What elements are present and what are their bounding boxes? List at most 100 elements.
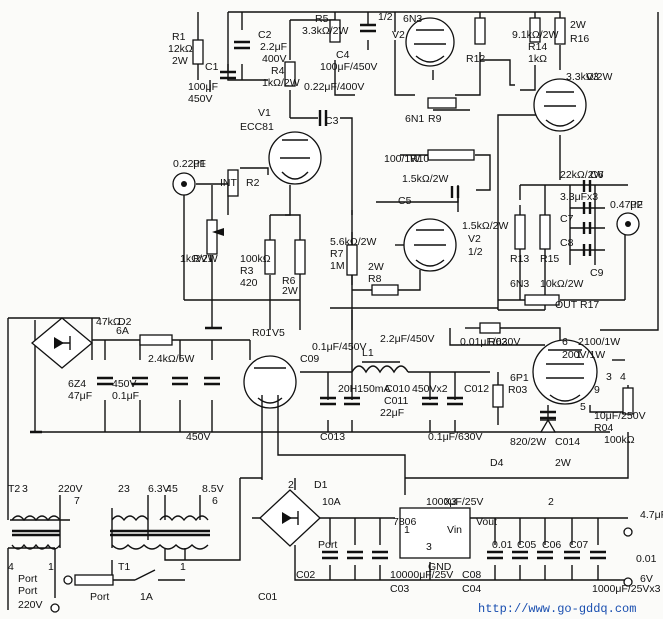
- component-label: Port: [18, 585, 37, 597]
- component-label: OUT: [555, 299, 578, 311]
- component-label: R6: [282, 275, 296, 287]
- component-label: P1: [193, 158, 206, 170]
- resistor-r12: [474, 17, 486, 45]
- component-label: 100/1W: [584, 336, 620, 348]
- resistor-r16: [554, 17, 566, 45]
- component-label: 9: [594, 384, 600, 396]
- component-label: 3: [426, 541, 432, 553]
- component-label: 0.47μF: [610, 199, 643, 211]
- component-label: RV1: [193, 253, 213, 265]
- component-label: 3: [606, 371, 612, 383]
- component-label: C09: [300, 353, 319, 365]
- component-label: 2.2μF/450V: [380, 333, 435, 345]
- component-label: 3: [22, 483, 28, 495]
- component-label: Vin: [447, 524, 462, 536]
- component-label: 5: [580, 401, 586, 413]
- component-label: 1/2: [468, 246, 483, 258]
- component-label: R8: [368, 273, 382, 285]
- component-label: 1.5kΩ/2W: [462, 220, 508, 232]
- potentiometer-wiper: [212, 228, 224, 236]
- component-label: 1000μF/25Vx3: [592, 583, 661, 595]
- component-label: 6P1: [510, 372, 529, 384]
- component-label: 1M: [330, 260, 345, 272]
- component-label: 4: [166, 483, 172, 495]
- component-label: R12: [466, 53, 485, 65]
- resistor-r03: [492, 384, 504, 408]
- component-label: R7: [330, 248, 344, 260]
- resistor-r2: [227, 169, 239, 197]
- component-label: C08: [462, 569, 481, 581]
- component-label: C7: [560, 213, 574, 225]
- resistor-r02: [479, 322, 501, 334]
- connectors: [50, 172, 640, 613]
- component-label: 12kΩ: [168, 43, 193, 55]
- component-label: V5: [272, 327, 285, 339]
- component-label: C8: [560, 237, 574, 249]
- component-label: 6A: [116, 325, 129, 337]
- component-label: 22kΩ/2W: [560, 169, 604, 181]
- potentiometer-rv1: [206, 219, 218, 255]
- resistor-r01: [139, 334, 173, 346]
- component-label: C1: [205, 61, 219, 73]
- component-label: 2: [578, 336, 584, 348]
- component-label: 10A: [322, 496, 341, 508]
- resistor-r17: [524, 294, 560, 306]
- component-label: 7: [74, 495, 80, 507]
- component-label: R01: [252, 327, 271, 339]
- component-label: 450V: [188, 93, 213, 105]
- port-ac-2: [50, 603, 60, 613]
- component-label: X3: [444, 496, 457, 508]
- component-label: R3: [240, 265, 254, 277]
- component-label: 7806: [393, 516, 417, 528]
- resistors: [139, 17, 634, 415]
- component-label: 2: [288, 479, 294, 491]
- component-label: 6N3: [403, 13, 422, 25]
- component-label: 4: [620, 371, 626, 383]
- component-label: 10kΩ/2W: [540, 278, 584, 290]
- inductor-l1: [351, 365, 409, 374]
- resistor-r10: [427, 149, 475, 161]
- component-label: R14: [528, 41, 547, 53]
- component-label: 450V: [112, 378, 137, 390]
- component-label: 9.1kΩ/2W: [512, 29, 558, 41]
- component-label: 2W: [368, 261, 384, 273]
- component-label: S1: [0, 0, 13, 3]
- component-label: R10: [410, 153, 429, 165]
- component-label: C9: [590, 267, 604, 279]
- component-label: R03: [508, 384, 527, 396]
- component-label: 0.22μF: [173, 158, 206, 170]
- component-label: INT: [220, 177, 238, 189]
- component-label: C014: [555, 436, 580, 448]
- ground-symbols: [30, 326, 222, 434]
- component-label: C06: [542, 539, 561, 551]
- transformer-t1-winding-85: [159, 515, 209, 522]
- component-label: 0.1μF: [112, 390, 139, 402]
- component-label: R1: [172, 31, 186, 43]
- component-label: 6: [562, 336, 568, 348]
- component-label: 820/2W: [510, 436, 546, 448]
- component-label: P2: [630, 199, 643, 211]
- component-label: 2: [118, 483, 124, 495]
- component-label: Port: [318, 539, 337, 551]
- resistor-r15: [539, 214, 551, 250]
- resistor-r04: [622, 387, 634, 415]
- component-label: C07: [569, 539, 588, 551]
- component-label: R2: [246, 177, 260, 189]
- component-label: 1000μF/25V: [426, 496, 483, 508]
- fuse: [74, 574, 114, 586]
- resistor-r14: [529, 17, 541, 43]
- rectifiers: [30, 317, 557, 547]
- component-label: L1: [362, 347, 374, 359]
- component-label: 6N3: [510, 278, 529, 290]
- component-label: 100/1W: [384, 153, 420, 165]
- transformer-t1-primary: [111, 544, 209, 550]
- resistor-r8: [371, 284, 399, 296]
- watermark-url: http://www.go-gddq.com: [478, 602, 636, 616]
- component-label: C2: [258, 29, 272, 41]
- component-label: 0.1μF/450V: [312, 341, 367, 353]
- component-label: 6: [212, 495, 218, 507]
- resistor-r3: [264, 239, 276, 275]
